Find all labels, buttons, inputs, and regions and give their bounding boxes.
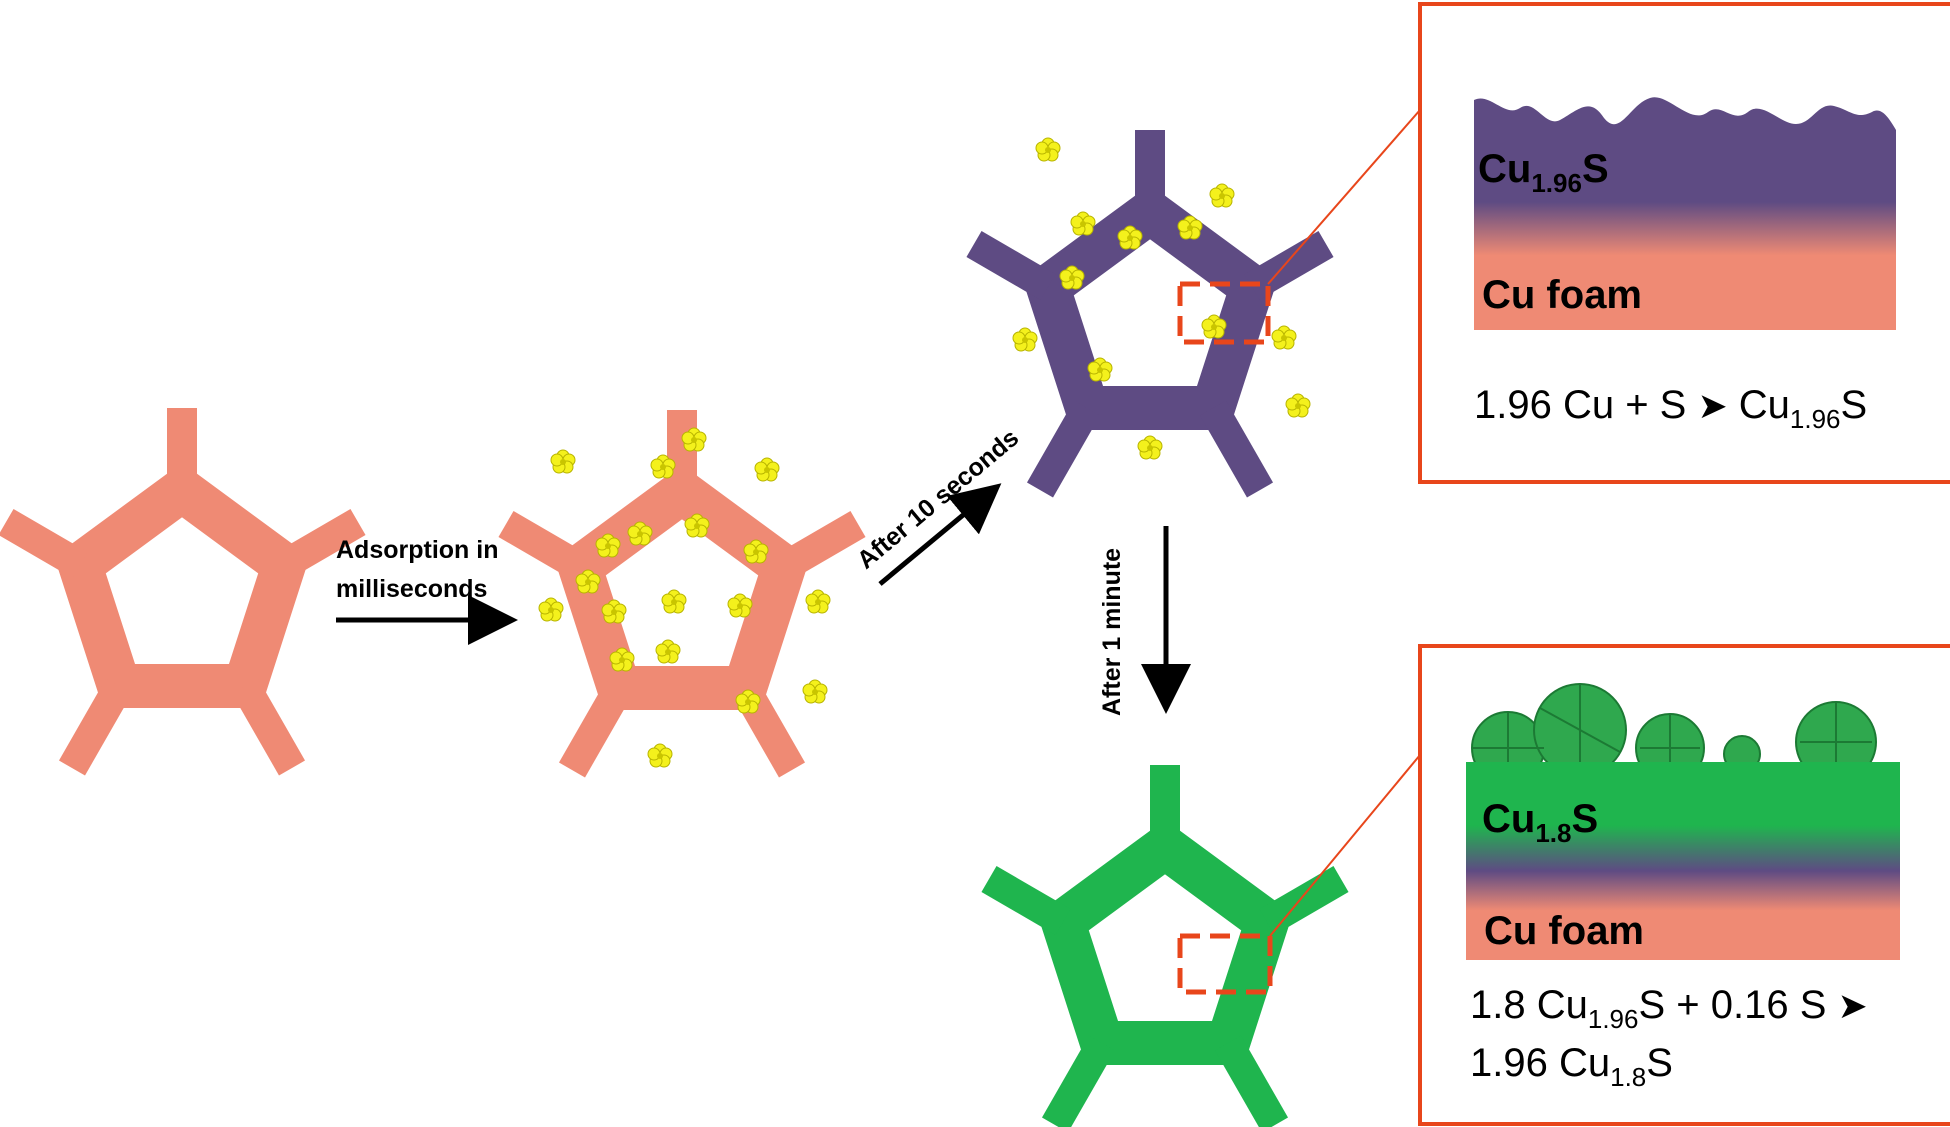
after-10-seconds-label: After 10 seconds	[852, 424, 1024, 575]
cu196s-layer	[1474, 97, 1896, 330]
equation-top: 1.96 Cu + S ➤ Cu1.96S	[1474, 383, 1867, 434]
zoom-box-top	[1177, 281, 1271, 345]
cu18s-skeleton	[989, 754, 1421, 1125]
adsorption-label-line2: milliseconds	[336, 575, 487, 603]
cu-foam-label-bottom: Cu foam	[1484, 909, 1644, 953]
cu196s-layer-label: Cu1.96S	[1478, 147, 1609, 198]
cu-foam-skeleton	[6, 408, 358, 768]
cu18s-layer	[1466, 762, 1900, 960]
cu18s-layer-label: Cu1.8S	[1482, 797, 1598, 848]
zoom-box-bottom	[1177, 933, 1273, 995]
after-10-seconds-arrow	[878, 483, 1002, 586]
zoom-connector-top	[1267, 109, 1421, 285]
sulfur-adsorbed-skeleton	[506, 410, 858, 770]
cu196s-skeleton	[974, 109, 1421, 490]
cu-foam-label-top: Cu foam	[1482, 273, 1642, 317]
equation-bottom-line1: 1.8 Cu1.96S + 0.16 S ➤	[1470, 983, 1868, 1034]
zoom-connector-bottom	[1269, 754, 1421, 937]
equation-bottom-line2: 1.96 Cu1.8S	[1470, 1041, 1673, 1092]
top-detail-panel: Cu1.96S Cu foam 1.96 Cu + S ➤ Cu1.96S	[1418, 2, 1950, 484]
bottom-detail-panel: Cu1.8S Cu foam 1.8 Cu1.96S + 0.16 S ➤ 1.…	[1418, 644, 1950, 1126]
adsorption-label-line1: Adsorption in	[336, 536, 498, 564]
after-1-minute-label: After 1 minute	[1098, 548, 1126, 716]
